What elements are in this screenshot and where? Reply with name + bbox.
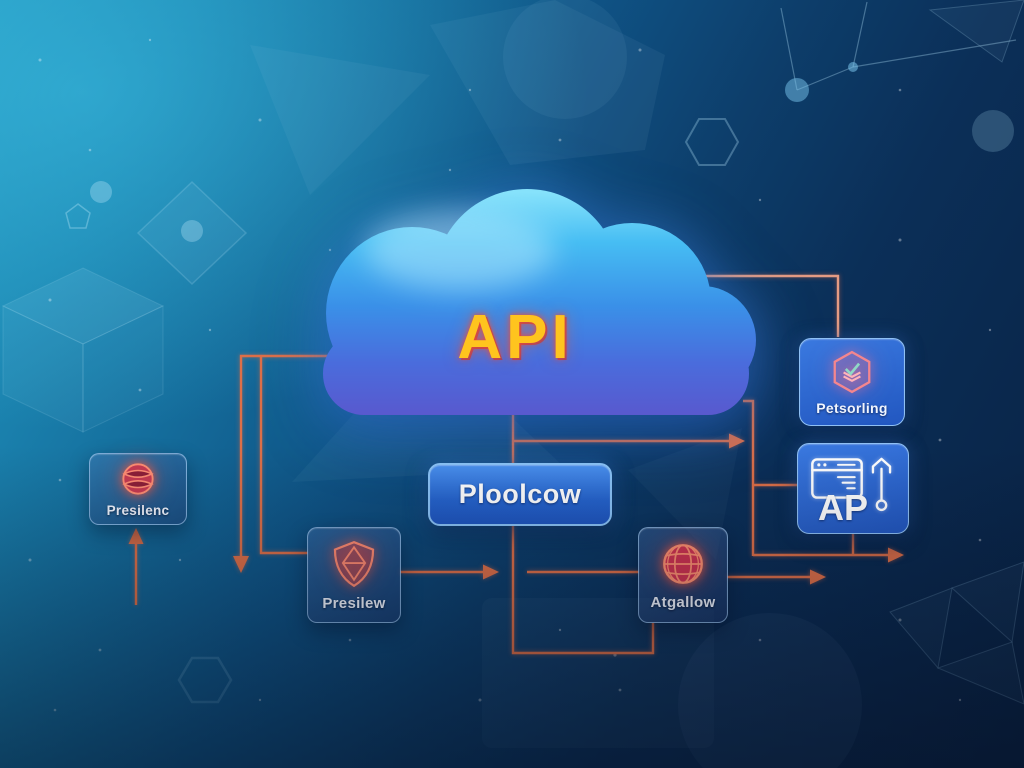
browser-window-icon (811, 458, 863, 499)
hexagon-check-icon (833, 350, 871, 393)
node-petsorling[interactable]: Petsorling (799, 338, 905, 426)
ploolcow-button[interactable]: Ploolcow (428, 463, 612, 526)
sphere-icon (122, 463, 154, 495)
node-atgallow[interactable]: Atgallow (638, 527, 728, 623)
globe-icon (663, 544, 703, 584)
node-label: AP (818, 487, 869, 528)
node-label: Presilenc (106, 503, 170, 518)
cloud-title: API (457, 303, 573, 372)
upload-pin-icon (871, 457, 892, 512)
node-ap[interactable]: AP (797, 443, 909, 534)
node-label: Petsorling (816, 399, 888, 416)
button-label: Ploolcow (458, 479, 582, 509)
shield-icon (333, 540, 375, 588)
node-label: Atgallow (650, 594, 716, 611)
node-label: Presilew (322, 595, 386, 612)
node-presilenc[interactable]: Presilenc (89, 453, 187, 525)
node-presilew[interactable]: Presilew (307, 527, 401, 623)
